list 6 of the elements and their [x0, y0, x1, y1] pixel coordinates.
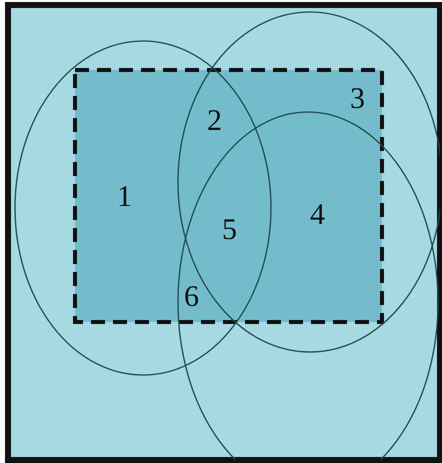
region-number: 6 [184, 282, 199, 312]
region-number: 3 [350, 84, 365, 114]
region-number: 4 [310, 200, 325, 230]
region-number: 1 [117, 182, 132, 212]
region-number: 5 [222, 215, 237, 245]
region-number: 2 [207, 106, 222, 136]
